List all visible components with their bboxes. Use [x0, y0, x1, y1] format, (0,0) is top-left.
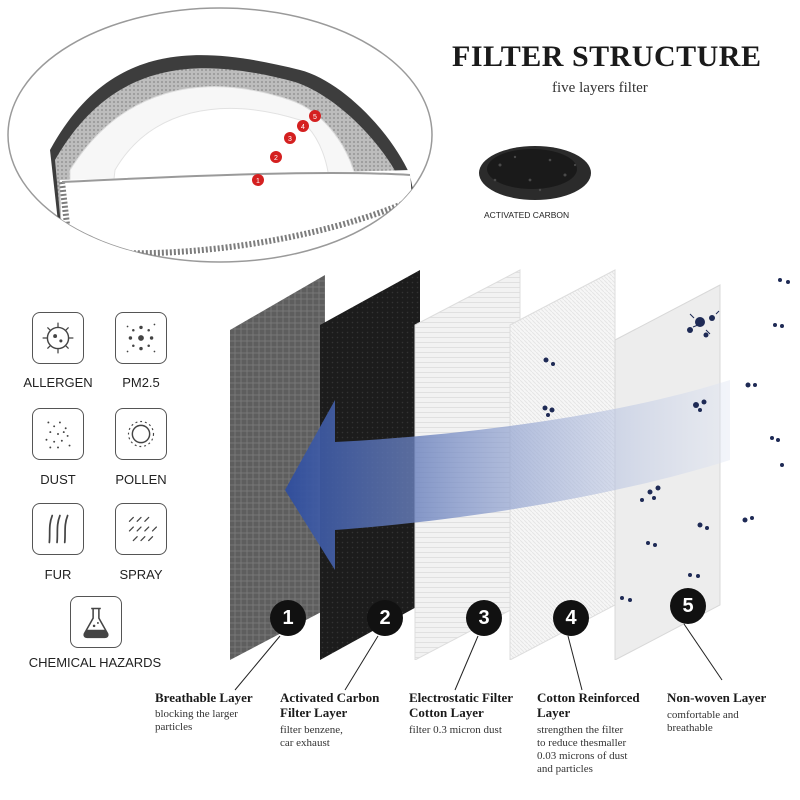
- activated-carbon-label: ACTIVATED CARBON: [484, 210, 570, 220]
- pm25-icon: [115, 312, 167, 364]
- layer-description: blocking the larger particles: [155, 708, 238, 733]
- hazard-label-allergen: ALLERGEN: [23, 375, 93, 390]
- layer-number-badge: 1: [270, 600, 306, 636]
- allergen-icon: [32, 312, 84, 364]
- page-title: FILTER STRUCTURE: [452, 40, 762, 73]
- flask-icon: [70, 596, 122, 648]
- activated-carbon-pile-image: [479, 146, 591, 200]
- filter-layer-1: [230, 275, 325, 660]
- layer-number-badge: 3: [466, 600, 502, 636]
- mask-marker: 2: [274, 155, 278, 162]
- layer-title: Activated Carbon Filter Layer: [280, 690, 380, 720]
- layer-description: comfortable and breathable: [667, 709, 739, 734]
- layer-title: Breathable Layer: [155, 690, 253, 705]
- mask-marker: 3: [288, 136, 292, 143]
- layer-title: Non-woven Layer: [667, 690, 767, 705]
- layer-number-badge: 4: [553, 600, 589, 636]
- layer-description: strengthen the filter to reduce thesmall…: [537, 724, 628, 775]
- filter-layers-illustration: [230, 269, 790, 660]
- mask-layer-markers: 1 2 3 4 5: [252, 110, 321, 186]
- particles: [542, 278, 790, 602]
- spray-icon: [115, 503, 167, 555]
- layer-title: Cotton Reinforced Layer: [537, 690, 640, 720]
- hazard-label-spray: SPRAY: [119, 567, 163, 582]
- layer-title: Electrostatic Filter Cotton Layer: [409, 690, 514, 720]
- layer-description: filter benzene, car exhaust: [280, 724, 343, 749]
- mask-closeup-illustration: 1 2 3 4 5: [7, 7, 433, 263]
- hazard-label-chemical: CHEMICAL HAZARDS: [28, 655, 162, 670]
- layer-description: filter 0.3 micron dust: [409, 724, 502, 736]
- hazard-label-dust: DUST: [40, 472, 76, 487]
- mask-marker: 5: [313, 114, 317, 121]
- dust-icon: [32, 408, 84, 460]
- airflow-arrow: [285, 380, 730, 570]
- mask-marker: 4: [301, 124, 305, 131]
- hazard-label-pm25: PM2.5: [122, 375, 160, 390]
- pollen-icon: [115, 408, 167, 460]
- hazard-label-fur: FUR: [44, 567, 72, 582]
- page-subtitle: five layers filter: [552, 80, 648, 96]
- hazard-label-pollen: POLLEN: [115, 472, 167, 487]
- mask-marker: 1: [256, 178, 260, 185]
- layer-number-badge: 2: [367, 600, 403, 636]
- layer-number-badge: 5: [670, 588, 706, 624]
- fur-icon: [32, 503, 84, 555]
